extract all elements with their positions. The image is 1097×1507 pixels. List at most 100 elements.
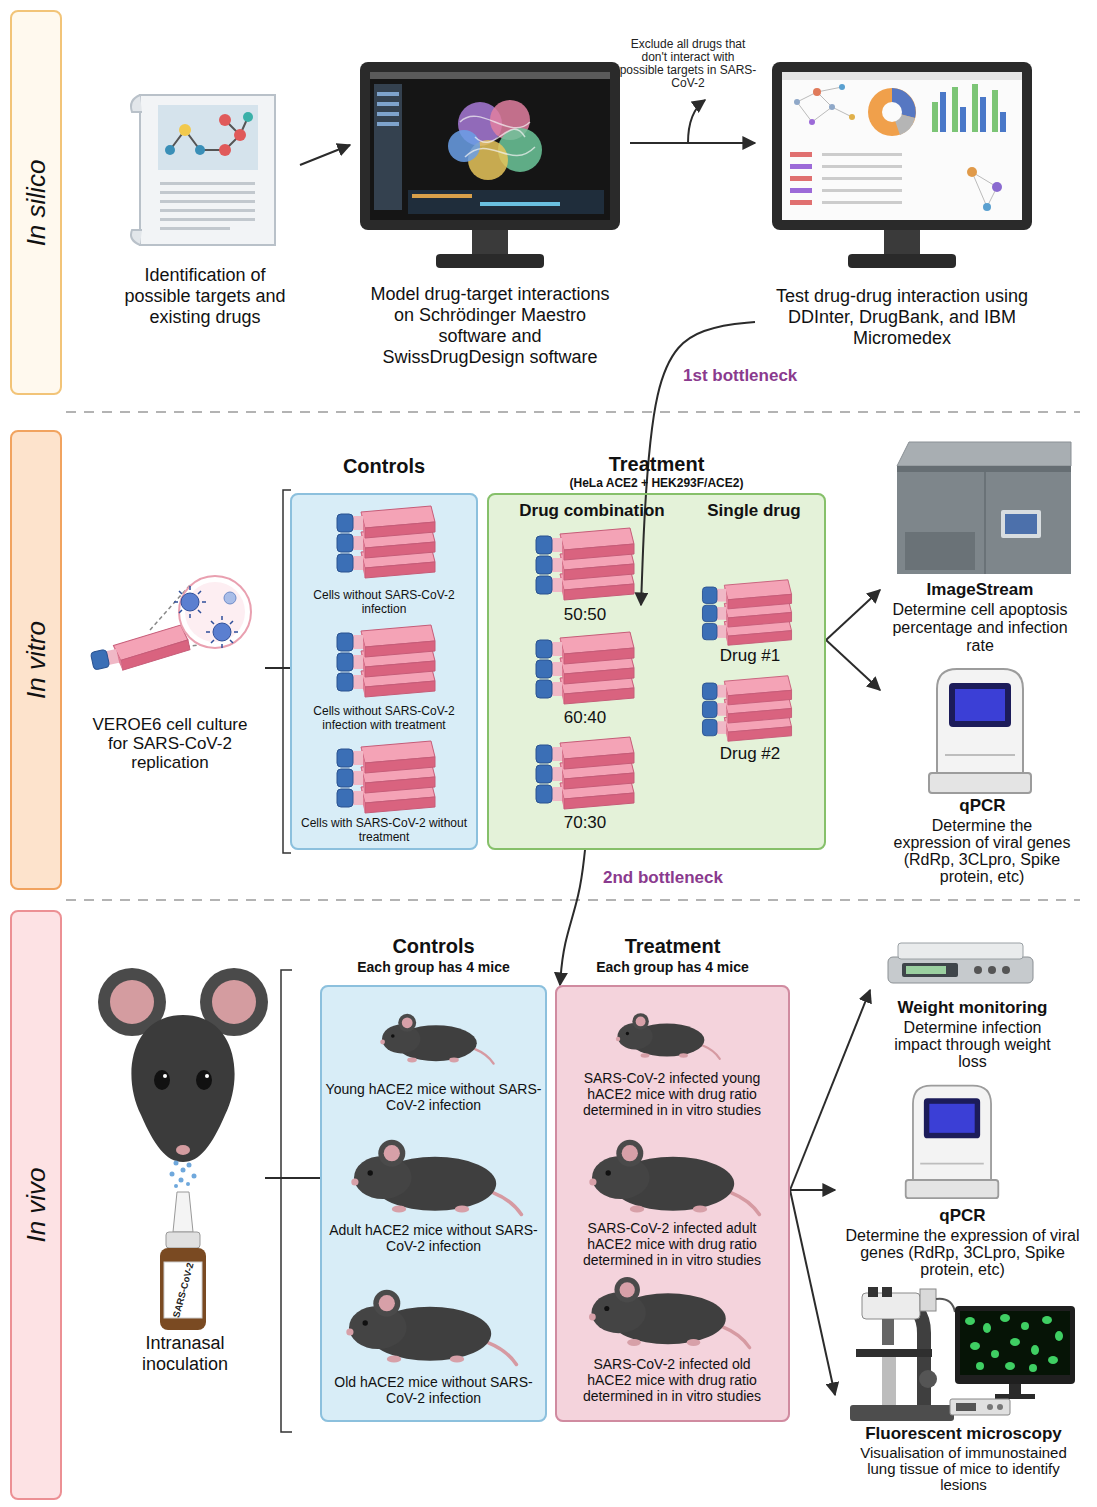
screen-illustration <box>976 1362 984 1370</box>
mouse-group: Young hACE2 mice without SARS-CoV-2 infe… <box>325 995 542 1120</box>
microscope-illustration <box>882 1287 892 1297</box>
node-label: Drug #2 <box>690 744 810 764</box>
spray-bottle <box>160 1192 206 1330</box>
node-label: SARS-CoV-2 infected adult hACE2 mice wit… <box>572 1220 772 1268</box>
monitor-illustration <box>882 102 902 122</box>
node-label: Determine infection impact through weigh… <box>885 1019 1060 1070</box>
controls-box: Cells without SARS-CoV-2 infectionCells … <box>290 493 478 850</box>
monitor-illustration <box>822 153 902 156</box>
monitor-illustration <box>972 84 978 132</box>
node-label: Determine cell apoptosis percentage and … <box>890 601 1070 655</box>
method-title: Weight monitoring <box>870 998 1075 1018</box>
monitor-illustration <box>377 112 399 116</box>
mouse-head-illustration <box>176 1145 190 1155</box>
document-illustration <box>140 95 275 245</box>
controller-illustration <box>950 1399 1010 1415</box>
scale-illustration <box>888 943 1033 983</box>
culture-flask <box>89 624 192 676</box>
box-subheading: Each group has 4 mice <box>557 959 788 975</box>
mouse-illustration <box>346 1290 516 1365</box>
screen-illustration <box>991 1350 999 1358</box>
single-drug-group: Drug #2 <box>690 676 810 768</box>
microscope-illustration <box>919 1370 937 1388</box>
qpcr-illustration <box>906 1086 999 1199</box>
culture-flask <box>89 576 251 676</box>
culture-flask <box>174 586 238 648</box>
spray-bottle <box>166 1232 200 1248</box>
controls-box: Young hACE2 mice without SARS-CoV-2 infe… <box>320 985 547 1422</box>
node-label: Cells without SARS-CoV-2 infection with … <box>296 704 472 732</box>
monitor-illustration <box>377 92 399 96</box>
flask-stack <box>536 632 634 704</box>
screen-illustration <box>1000 1314 1010 1322</box>
document-illustration <box>160 200 255 203</box>
inoculation-node: Intranasal inoculation <box>105 965 265 1380</box>
monitor-illustration <box>992 90 998 132</box>
connector <box>265 1177 320 1179</box>
node-label: Cells with SARS-CoV-2 without treatment <box>296 816 472 844</box>
microscope-illustration <box>882 1357 896 1405</box>
monitor-illustration <box>448 130 480 162</box>
monitor-illustration <box>772 62 1032 268</box>
controller-illustration <box>956 1403 976 1411</box>
single-drug-group: Drug #1 <box>690 580 810 669</box>
document-illustration <box>160 191 255 194</box>
monitor-illustration <box>790 152 812 157</box>
microscope-illustration <box>850 1405 954 1421</box>
scale-illustration <box>1002 966 1010 974</box>
mouse-head-illustration <box>170 1172 175 1177</box>
method-node: Fluorescent microscopyVisualisation of i… <box>835 1280 1092 1502</box>
microscope-illustration <box>868 1287 878 1297</box>
node-label: Model drug-target interactions on Schröd… <box>365 284 615 368</box>
node-label: Young hACE2 mice without SARS-CoV-2 infe… <box>325 1081 542 1113</box>
mouse-head-illustration <box>163 1074 167 1078</box>
mouse-head-illustration <box>110 980 154 1024</box>
box-heading: Treatment <box>557 935 788 958</box>
imagestream-illustration <box>897 466 1071 472</box>
method-node: Weight monitoringDetermine infection imp… <box>870 930 1075 1073</box>
qpcr-illustration <box>906 669 1031 1198</box>
node-label: Determine the expression of viral genes … <box>835 1227 1090 1278</box>
culture-node: VEROE6 cell culture for SARS-CoV-2 repli… <box>75 585 265 780</box>
culture-flask <box>206 616 238 648</box>
node-label: Identification of possible targets and e… <box>110 265 300 328</box>
node-label: Determine the expression of viral genes … <box>892 817 1072 885</box>
document-illustration <box>131 230 142 245</box>
section-separator <box>66 412 1080 900</box>
controller-illustration <box>950 1399 1010 1415</box>
node-label: Old hACE2 mice without SARS-CoV-2 infect… <box>325 1374 542 1406</box>
microscope-illustration <box>920 1289 936 1311</box>
screen-illustration <box>955 1306 1075 1399</box>
stage-band: In vivo <box>10 910 62 1500</box>
node-label: 60:40 <box>525 708 645 728</box>
controller-illustration <box>987 1404 993 1410</box>
stage-label: In vivo <box>21 1167 51 1242</box>
mouse-head-illustration <box>187 1163 192 1168</box>
method-node: ImageStreamDetermine cell apoptosis perc… <box>880 438 1080 658</box>
monitor-illustration <box>782 72 1022 80</box>
stage-label: In silico <box>21 159 51 246</box>
flask-group: Cells without SARS-CoV-2 infection <box>296 498 472 619</box>
scale-illustration <box>906 966 946 974</box>
screen-illustration <box>970 1342 980 1350</box>
flask-stack <box>536 737 634 809</box>
box-subheading: (HeLa ACE2 + HEK293F/ACE2) <box>489 476 824 490</box>
spray-bottle <box>160 1248 206 1330</box>
document-illustration <box>243 112 253 122</box>
document-illustration <box>219 144 231 156</box>
mouse-head-illustration <box>186 1182 190 1186</box>
mouse-head-illustration <box>212 980 256 1024</box>
monitor-illustration <box>932 102 938 132</box>
qpcr-illustration <box>929 669 1031 793</box>
mouse-illustration <box>616 1013 720 1059</box>
monitor-illustration <box>829 104 835 110</box>
connector <box>790 1190 835 1395</box>
screen-illustration <box>1042 1316 1052 1324</box>
box-heading: Treatment <box>489 453 824 476</box>
screen-illustration <box>965 1314 1063 1372</box>
node-label: Intranasal inoculation <box>105 1333 265 1375</box>
monitor-illustration <box>813 88 821 96</box>
screen-illustration <box>955 1306 1075 1384</box>
document-illustration <box>219 114 231 126</box>
treatment-box: SARS-CoV-2 infected young hACE2 mice wit… <box>555 985 790 1422</box>
